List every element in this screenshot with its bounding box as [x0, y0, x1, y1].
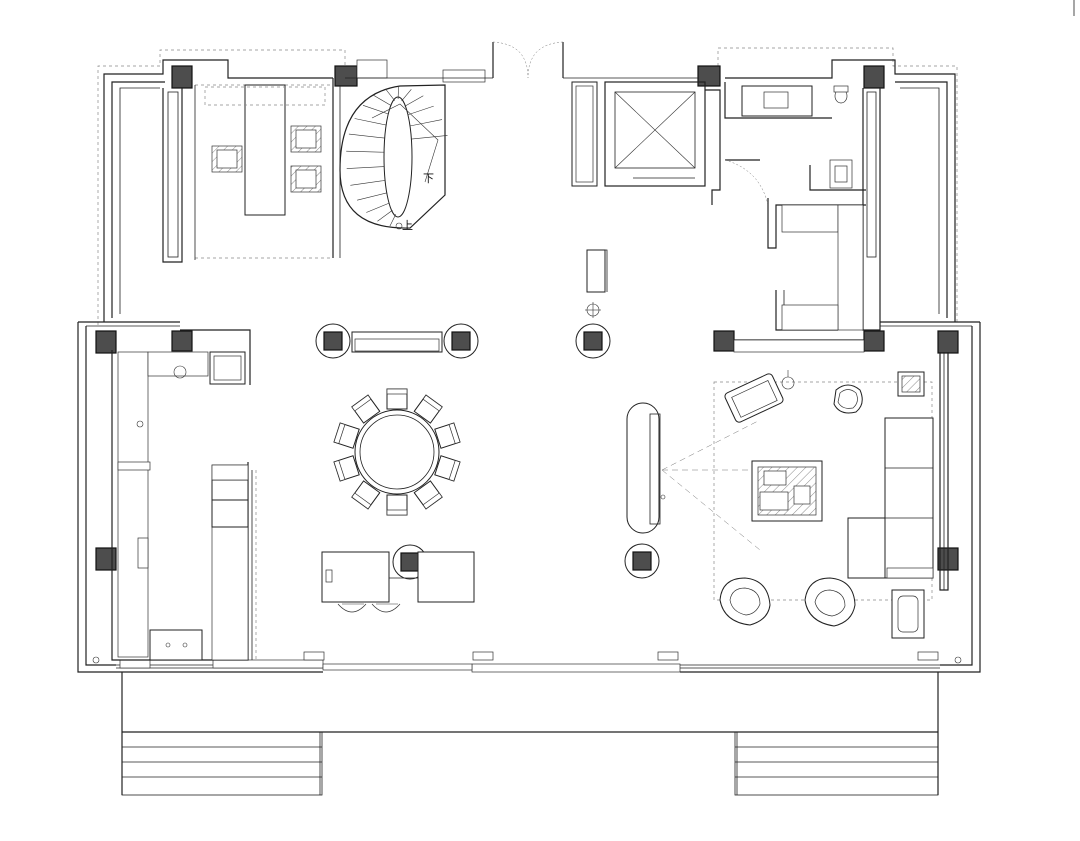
dining-chair	[386, 494, 408, 516]
dining-table	[354, 409, 440, 495]
stair-tread	[346, 166, 385, 169]
column	[713, 330, 735, 352]
terrace	[121, 672, 939, 796]
island-counter	[244, 84, 286, 216]
column	[863, 330, 885, 352]
sofa	[884, 417, 934, 579]
living-room	[626, 339, 949, 639]
stair-tread	[407, 105, 434, 116]
structural-columns	[95, 65, 959, 580]
dining-chair	[413, 480, 443, 510]
column	[171, 330, 193, 352]
stair-tread	[354, 118, 387, 126]
stair-tread	[385, 88, 395, 101]
exterior-walls	[77, 47, 981, 673]
column	[171, 65, 193, 89]
stair-tread	[373, 94, 392, 107]
dining-chair	[434, 422, 461, 449]
column	[95, 330, 117, 354]
stair-tread	[389, 214, 397, 227]
kitchen	[111, 329, 257, 661]
column	[697, 65, 721, 87]
column	[95, 547, 117, 571]
entrance-doors	[345, 41, 698, 79]
column	[937, 330, 959, 354]
center-fixtures	[351, 249, 608, 353]
spiral-staircase: 下 上	[339, 59, 486, 232]
dining-chair	[434, 455, 461, 482]
stair-tread	[350, 180, 386, 186]
stair-tread	[404, 95, 424, 107]
column	[334, 65, 358, 87]
upper-right-bathroom	[724, 82, 881, 331]
column	[863, 65, 885, 89]
dining-chair	[333, 455, 360, 482]
upper-left-room	[162, 78, 341, 263]
dining-chair	[386, 388, 408, 410]
vent-grilles	[303, 651, 939, 661]
stair-down-label: 下	[423, 172, 434, 185]
round-dining-table	[333, 388, 461, 516]
stair-up-label: 上	[402, 219, 413, 232]
dining-chair	[333, 422, 360, 449]
stair-tread	[366, 202, 390, 213]
stair-tread	[377, 210, 393, 222]
stair-tread	[409, 119, 443, 127]
tv-cabinet	[626, 402, 660, 534]
dining-chair	[351, 394, 381, 424]
stair-tread	[401, 89, 412, 102]
bar-area	[321, 551, 475, 613]
stair-tread	[357, 192, 388, 201]
dining-chair	[413, 394, 443, 424]
stair-tread	[411, 135, 448, 140]
dining-chair	[351, 480, 381, 510]
elevator-area	[571, 81, 721, 205]
stair-tread	[348, 133, 385, 139]
lounge-chair	[804, 577, 856, 627]
stair-tread	[346, 150, 385, 153]
lounge-chair	[719, 577, 771, 626]
stair-tread	[362, 105, 389, 115]
